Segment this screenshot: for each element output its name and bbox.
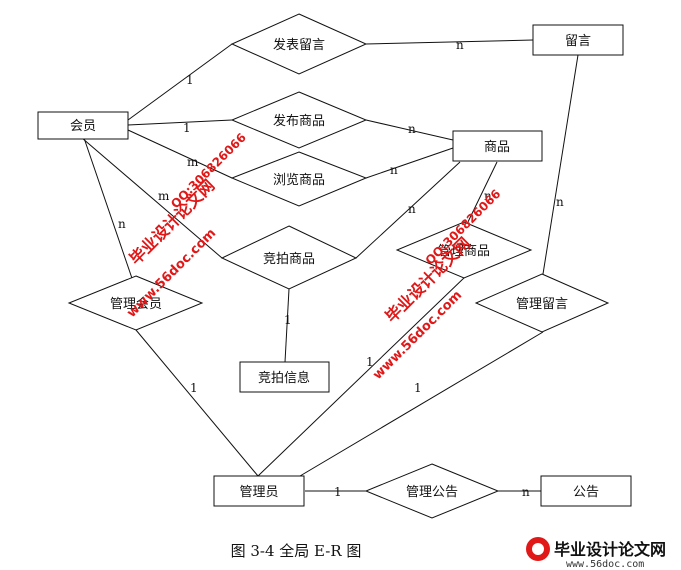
card-notice-entity: n bbox=[522, 485, 530, 499]
site-logo: 毕业设计论文网 www.56doc.com bbox=[526, 537, 666, 570]
entity-admin[interactable]: 管理员 bbox=[213, 475, 305, 507]
watermark-left-title: 毕业设计论文网 bbox=[126, 176, 219, 269]
card-post-message: n bbox=[456, 38, 464, 52]
line-guanliliuyan-admin bbox=[299, 331, 544, 477]
line-member-guanlihuiyuan bbox=[83, 137, 137, 291]
line-member-fabushangpin bbox=[127, 119, 233, 126]
relation-browse-goods[interactable]: 浏览商品 bbox=[230, 151, 368, 207]
line-jingpai-shangpin bbox=[355, 161, 461, 259]
relation-manage-notice-label: 管理公告 bbox=[406, 485, 458, 500]
cardinality-labels: 1 n 1 n m n m n n n n 1 1 1 1 1 n bbox=[118, 38, 564, 499]
card-member-bid: m bbox=[158, 189, 170, 203]
line-guanlihuiyuan-admin bbox=[135, 329, 259, 477]
relation-manage-goods[interactable]: 管理商品 bbox=[395, 221, 533, 279]
entity-notice[interactable]: 公告 bbox=[540, 475, 632, 507]
entity-goods-label: 商品 bbox=[484, 140, 510, 155]
line-liuyan-guanliliuyan bbox=[542, 54, 579, 275]
card-admin-message: 1 bbox=[414, 381, 422, 395]
card-message-managed: n bbox=[556, 195, 564, 209]
logo-title: 毕业设计论文网 bbox=[554, 540, 666, 559]
relation-post-message[interactable]: 发表留言 bbox=[230, 13, 368, 75]
card-goods-managed: n bbox=[484, 189, 492, 203]
card-member-managed: n bbox=[118, 217, 126, 231]
card-member-post: 1 bbox=[186, 73, 194, 87]
card-member-publish: 1 bbox=[183, 121, 191, 135]
line-member-liulanshangpin bbox=[127, 129, 233, 179]
figure-caption: 图 3-4 全局 E-R 图 bbox=[230, 542, 362, 560]
entity-member[interactable]: 会员 bbox=[37, 111, 129, 140]
line-fabiaoliuyan-liuyan bbox=[365, 39, 534, 45]
line-fabushangpin-shangpin bbox=[365, 119, 454, 141]
card-bid-info: 1 bbox=[284, 313, 292, 327]
entity-member-label: 会员 bbox=[70, 119, 96, 134]
card-admin-goods: 1 bbox=[366, 355, 374, 369]
entity-goods[interactable]: 商品 bbox=[452, 130, 543, 162]
relation-manage-notice[interactable]: 管理公告 bbox=[364, 463, 500, 519]
watermark-left-qq: QQ:306826066 bbox=[168, 130, 249, 211]
card-browse-goods: n bbox=[390, 163, 398, 177]
relation-manage-member[interactable]: 管理会员 bbox=[67, 275, 204, 331]
card-member-browse: m bbox=[187, 155, 199, 169]
relation-publish-goods[interactable]: 发布商品 bbox=[230, 91, 368, 149]
card-publish-goods: n bbox=[408, 122, 416, 136]
line-member-jingpai bbox=[81, 137, 223, 259]
entity-admin-label: 管理员 bbox=[239, 485, 278, 500]
logo-url: www.56doc.com bbox=[566, 559, 644, 570]
relation-bid-goods[interactable]: 竞拍商品 bbox=[220, 225, 358, 290]
entity-auction-info-label: 竞拍信息 bbox=[258, 370, 310, 386]
relation-manage-message-label: 管理留言 bbox=[516, 297, 568, 312]
relation-manage-goods-label: 管理商品 bbox=[438, 244, 490, 259]
card-bid-goods: n bbox=[408, 202, 416, 216]
entity-auction-info[interactable]: 竞拍信息 bbox=[239, 361, 330, 393]
relation-manage-member-label: 管理会员 bbox=[110, 297, 162, 312]
relation-bid-goods-label: 竞拍商品 bbox=[263, 251, 315, 267]
line-shangpin-guanlishangpin bbox=[465, 161, 498, 227]
line-jingpai-info bbox=[284, 288, 290, 363]
line-guanlishangpin-admin bbox=[257, 275, 467, 477]
card-admin-notice: 1 bbox=[334, 485, 342, 499]
line-member-fabiaoliuyan bbox=[127, 43, 233, 121]
relation-browse-goods-label: 浏览商品 bbox=[273, 172, 325, 188]
line-liulanshangpin-shangpin bbox=[365, 147, 454, 179]
relation-publish-goods-label: 发布商品 bbox=[273, 113, 325, 129]
entity-message-label: 留言 bbox=[565, 34, 591, 49]
watermark-right: 毕业设计论文网 www.56doc.com QQ:306826066 bbox=[370, 187, 503, 383]
relation-manage-message[interactable]: 管理留言 bbox=[474, 273, 610, 333]
connector-lines bbox=[81, 39, 579, 492]
entity-notice-label: 公告 bbox=[573, 485, 599, 500]
entity-message[interactable]: 留言 bbox=[532, 24, 624, 56]
card-admin-member: 1 bbox=[190, 381, 198, 395]
relation-post-message-label: 发表留言 bbox=[273, 37, 325, 53]
